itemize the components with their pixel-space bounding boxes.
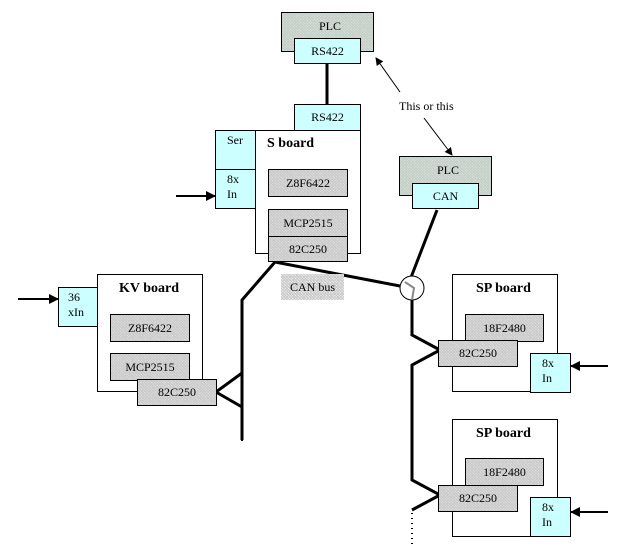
sp-board-2-title: SP board	[476, 426, 531, 441]
sp-board-2-input: 8x In	[530, 497, 571, 537]
sp-board-1-mcu: 18F2480	[465, 314, 544, 342]
can-bus-right-stub	[410, 348, 444, 512]
can-plc-drop	[408, 209, 439, 281]
s-board-transceiver: 82C250	[268, 236, 348, 262]
sp-board-2-input-line2: In	[542, 515, 552, 529]
kv-board-title: KV board	[119, 281, 180, 296]
can-plc-title: PLC	[437, 163, 460, 177]
kv-stub	[213, 371, 243, 409]
can-bus-label: CAN bus	[281, 274, 344, 300]
junction-inner	[404, 281, 416, 301]
s-board-title: S board	[267, 136, 315, 151]
kv-board-can-ctrl: MCP2515	[110, 353, 190, 381]
sp-board-1-title: SP board	[476, 281, 531, 296]
sp-board-1-input-line1: 8x	[542, 356, 554, 370]
can-plc-port: CAN	[412, 183, 479, 209]
kv-board-transceiver: 82C250	[137, 379, 217, 406]
sp-board-2-mcu: 18F2480	[465, 458, 544, 486]
s-board-input: 8x In	[215, 169, 256, 209]
sp-board-1-transceiver: 82C250	[438, 340, 518, 367]
annotation-arrow-top	[375, 57, 401, 93]
sp-board-1-input-line2: In	[542, 371, 552, 385]
s-board-input-line1: 8x	[227, 172, 239, 186]
kv-board-mcu: Z8F6422	[110, 314, 190, 342]
annotation-text: This or this	[399, 99, 454, 113]
can-bus-left	[240, 260, 401, 440]
sp-board-1-input: 8x In	[530, 353, 571, 393]
kv-board-input: 36 xIn	[58, 287, 98, 327]
sp-board-2-transceiver: 82C250	[438, 485, 518, 512]
s-board-rs422: RS422	[294, 104, 361, 131]
kv-board-input-line2: xIn	[68, 305, 84, 319]
top-plc-rs422: RS422	[294, 38, 361, 64]
s-board-can-ctrl: MCP2515	[268, 209, 348, 237]
sp-board-2-input-line1: 8x	[542, 500, 554, 514]
kv-board-input-line1: 36	[68, 290, 80, 304]
top-plc-title: PLC	[319, 19, 342, 33]
s-board-ser: Ser	[215, 130, 256, 170]
annotation-arrow-can	[423, 117, 453, 156]
s-board-mcu: Z8F6422	[268, 169, 348, 197]
s-board-input-line2: In	[227, 187, 237, 201]
